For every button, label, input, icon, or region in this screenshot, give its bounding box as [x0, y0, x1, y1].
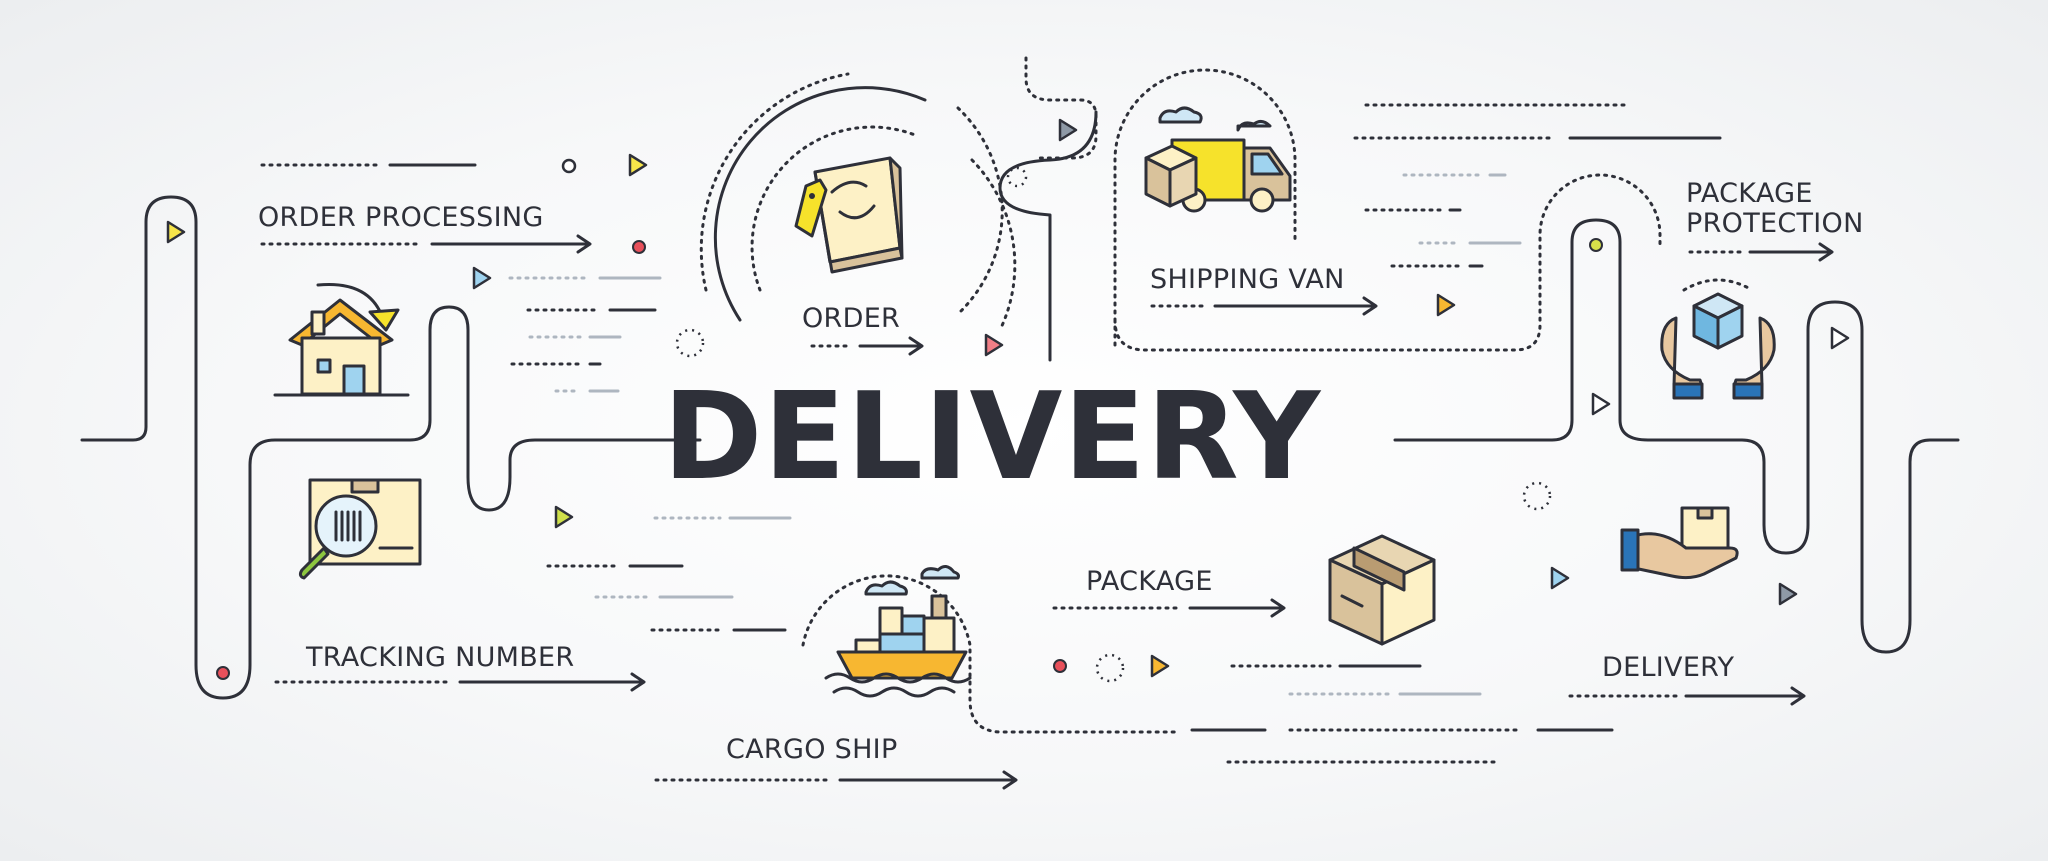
step-shipping-van: SHIPPING VAN [1144, 106, 1378, 316]
label-package-protection-line2: PROTECTION [1686, 208, 1864, 239]
label-shipping-van: SHIPPING VAN [1150, 264, 1345, 295]
step-package-protection: PACKAGE PROTECTION [1660, 178, 1864, 400]
hand-holding-box-icon [1620, 506, 1739, 580]
box-with-magnifier-icon [298, 478, 422, 580]
label-order: ORDER [802, 303, 900, 334]
label-package-protection-line1: PACKAGE [1686, 178, 1813, 209]
main-title: DELIVERY [663, 368, 1322, 507]
step-delivery: DELIVERY [1568, 506, 1806, 706]
cardboard-box-icon [1328, 534, 1436, 646]
step-tracking-number: TRACKING NUMBER [274, 478, 646, 692]
hands-holding-box-icon [1660, 278, 1776, 400]
label-delivery: DELIVERY [1602, 652, 1735, 683]
decorative-rules [260, 103, 1722, 764]
label-package: PACKAGE [1086, 566, 1213, 597]
house-with-arrow-icon [273, 282, 410, 397]
step-package: PACKAGE [1052, 534, 1436, 646]
connector-paths [80, 56, 1960, 734]
step-order-processing: ORDER PROCESSING [258, 202, 592, 397]
step-cargo-ship: CARGO SHIP [654, 565, 1018, 790]
label-order-processing: ORDER PROCESSING [258, 202, 544, 233]
shopping-bag-icon [794, 156, 904, 274]
label-cargo-ship: CARGO SHIP [726, 734, 898, 765]
step-order: ORDER [794, 156, 924, 356]
cargo-ship-icon [824, 565, 972, 698]
delivery-truck-icon [1144, 106, 1292, 213]
decorative-markers [166, 118, 1850, 683]
label-tracking-number: TRACKING NUMBER [305, 642, 574, 673]
